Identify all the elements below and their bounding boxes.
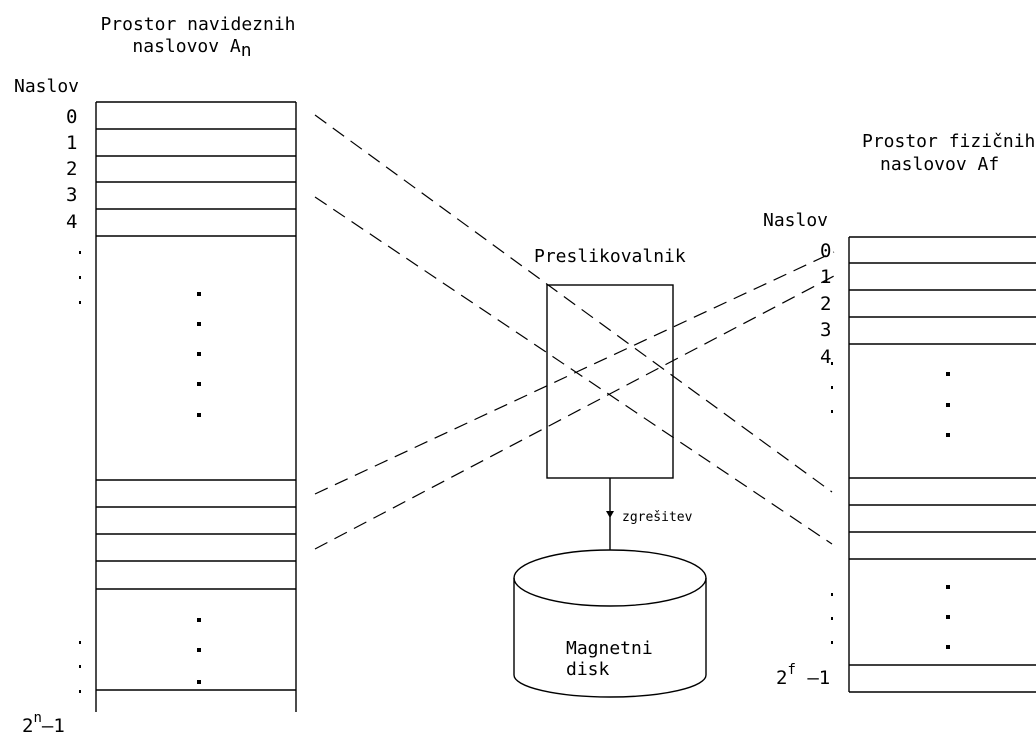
ellipsis-dot [197,352,201,356]
arrow-down-icon [606,511,614,518]
ellipsis-dot [946,372,950,376]
physical-space-title-line2: naslovov Af [880,154,999,175]
virtual-last-address: 2n–1 [22,710,65,737]
ellipsis-dot [831,386,833,389]
ellipsis-dot [197,648,201,652]
virtual-address-header: Naslov [14,76,79,97]
mapping-line [314,114,833,493]
ellipsis-dot [831,362,833,365]
ellipsis-dot [197,322,201,326]
physical-address-1: 1 [820,266,831,288]
disk-top [513,549,707,607]
mapper: Preslikovalnik zgrešitev [534,246,693,550]
ellipsis-dot [946,433,950,437]
ellipsis-dot [946,403,950,407]
magnetic-disk: Magnetni disk [513,549,707,698]
mapper-label: Preslikovalnik [534,246,686,267]
ellipsis-dot [197,680,201,684]
mapping-lines [314,114,835,550]
physical-address-3: 3 [820,319,831,341]
ellipsis-dot [79,641,81,644]
ellipsis-dot [946,585,950,589]
virtual-address-0: 0 [66,106,77,128]
ellipsis-dot [831,617,833,620]
virtual-space-title-line1: Prostor navideznih [100,14,295,35]
ellipsis-dot [831,593,833,596]
mapping-line [314,251,835,495]
virtual-address-2: 2 [66,158,77,180]
virtual-address-space: Prostor navideznih naslovov An Naslov 0 … [14,14,297,737]
ellipsis-dot [831,410,833,413]
virtual-space-title-line2: naslovov An [132,36,251,61]
ellipsis-dot [197,382,201,386]
mapping-line [314,275,835,550]
miss-label: zgrešitev [622,510,693,525]
ellipsis-dot [79,251,81,254]
ellipsis-dot [831,641,833,644]
ellipsis-dot [79,301,81,304]
disk-label-line2: disk [566,659,610,680]
virtual-address-4: 4 [66,211,77,233]
ellipsis-dot [197,292,201,296]
physical-address-0: 0 [820,240,831,262]
physical-address-2: 2 [820,293,831,315]
physical-last-address: 2f –1 [776,662,830,689]
disk-body [513,578,707,698]
mapper-box [546,284,674,479]
ellipsis-dot [197,413,201,417]
virtual-address-3: 3 [66,184,77,206]
disk-label-line1: Magnetni [566,638,653,659]
virtual-address-1: 1 [66,132,77,154]
physical-address-header: Naslov [763,210,828,231]
physical-space-title-line1: Prostor fizičnih [862,131,1035,152]
ellipsis-dot [79,276,81,279]
physical-address-4: 4 [820,346,831,368]
ellipsis-dot [946,615,950,619]
ellipsis-dot [79,690,81,693]
ellipsis-dot [946,645,950,649]
mapping-line [314,196,833,545]
ellipsis-dot [79,665,81,668]
physical-address-space: Prostor fizičnih naslovov Af Naslov 0 1 … [763,131,1036,693]
ellipsis-dot [197,618,201,622]
